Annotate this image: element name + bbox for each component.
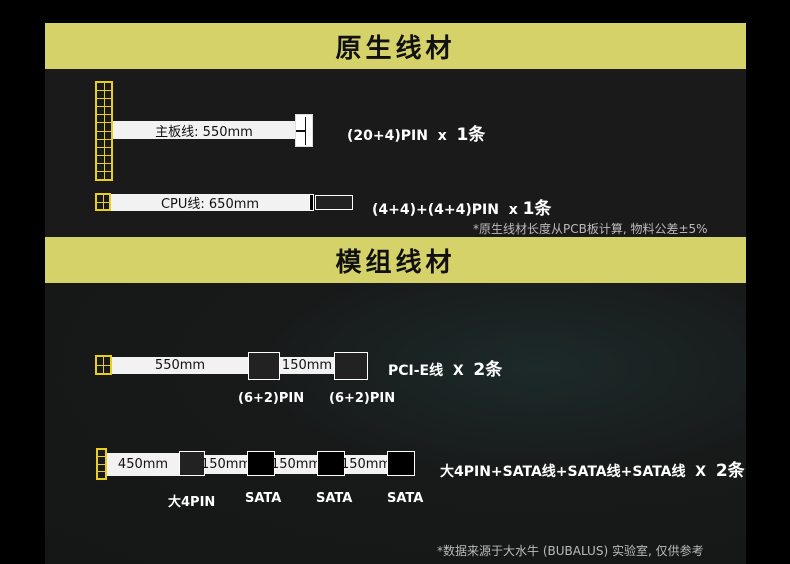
- sata-plug-icon-3: [387, 451, 415, 476]
- cpu-cable-label: CPU线: 650mm: [160, 197, 260, 212]
- section-title-native: 原生线材: [45, 23, 746, 69]
- sata-cable-seg1: 450mm: [107, 453, 179, 476]
- cpu-cable: CPU线: 650mm: [111, 194, 309, 212]
- cpu-plug-icon: [309, 194, 314, 211]
- pcie-cable-seg2: 150mm: [280, 357, 334, 374]
- pcie-cable-seg1: 550mm: [112, 357, 248, 374]
- pcie-conn2-label: (6+2)PIN: [329, 391, 396, 406]
- native-footnote: *原生线材长度从PCB板计算, 物料公差±5%: [473, 222, 708, 236]
- sata-label-2: SATA: [316, 491, 353, 506]
- sata-psu-connector-icon: [96, 448, 107, 480]
- cpu-spec: (4+4)+(4+4)PIN x 1条: [372, 199, 552, 219]
- atx-cable: 主板线: 550mm: [113, 121, 295, 140]
- molex-label: 大4PIN: [168, 495, 216, 510]
- sata-label-3: SATA: [387, 491, 424, 506]
- cpu-plug-split-icon: [315, 195, 353, 210]
- atx-cable-label: 主板线: 550mm: [155, 124, 253, 140]
- modular-footnote: *数据来源于大水牛 (BUBALUS) 实验室, 仅供参考: [437, 544, 704, 558]
- modular-cables-panel: [45, 283, 746, 564]
- atx-spec: (20+4)PIN x 1条: [347, 125, 486, 145]
- pcie-spec: PCI-E线 X 2条: [388, 360, 503, 380]
- section-title-modular: 模组线材: [45, 237, 746, 283]
- atx-24pin-connector-icon: [95, 81, 113, 181]
- molex-plug-icon: [179, 451, 205, 476]
- atx-plug-icon: [295, 114, 313, 147]
- sata-plug-icon-2: [317, 451, 345, 476]
- sata-cable-seg3: 150mm: [270, 455, 322, 474]
- pcie-plug-icon-2: [334, 352, 368, 380]
- pcie-psu-connector-icon: [95, 355, 112, 375]
- pcie-plug-icon-1: [248, 352, 280, 380]
- sata-plug-icon-1: [247, 451, 275, 476]
- pcie-conn1-label: (6+2)PIN: [238, 391, 305, 406]
- sata-label-1: SATA: [245, 491, 282, 506]
- sata-cable-seg4: 150mm: [340, 455, 392, 474]
- sata-cable-seg2: 150mm: [200, 455, 252, 474]
- cpu-8pin-connector-icon: [95, 193, 111, 211]
- sata-spec: 大4PIN+SATA线+SATA线+SATA线 X 2条: [440, 461, 745, 481]
